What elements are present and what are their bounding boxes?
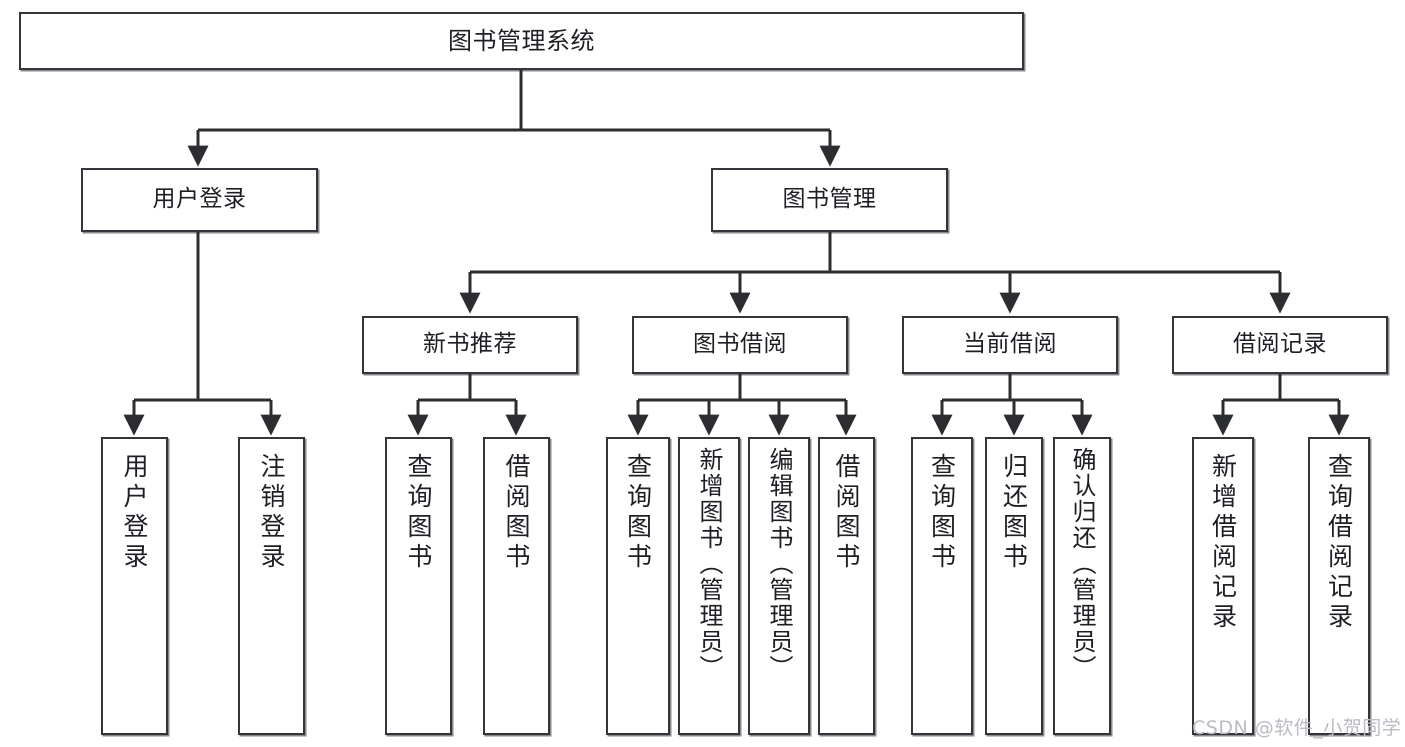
node-user-login[interactable]: 用户登录 <box>81 168 318 232</box>
node-label: 新书推荐 <box>423 331 517 358</box>
leaf-edit-book-admin[interactable]: 编辑图书（管理员） <box>748 437 810 735</box>
watermark-text: CSDN @软件_小贺同学 <box>1192 717 1402 739</box>
node-label: 确认归还（管理员） <box>1068 447 1096 681</box>
node-label: 查询借阅记录 <box>1324 453 1354 633</box>
leaf-query-borrow-record[interactable]: 查询借阅记录 <box>1308 437 1370 735</box>
node-root-system[interactable]: 图书管理系统 <box>19 12 1024 70</box>
leaf-user-logout[interactable]: 注销登录 <box>238 437 305 735</box>
node-new-book-recommend[interactable]: 新书推荐 <box>362 316 578 374</box>
node-book-management[interactable]: 图书管理 <box>711 168 948 232</box>
node-label: 注销登录 <box>257 453 286 573</box>
leaf-return-book[interactable]: 归还图书 <box>985 437 1043 735</box>
node-current-borrow[interactable]: 当前借阅 <box>902 316 1118 374</box>
node-label: 编辑图书（管理员） <box>765 447 793 681</box>
leaf-add-borrow-record[interactable]: 新增借阅记录 <box>1192 437 1254 735</box>
node-label: 查询图书 <box>404 453 433 573</box>
node-label: 当前借阅 <box>963 331 1057 358</box>
leaf-confirm-return-admin[interactable]: 确认归还（管理员） <box>1053 437 1111 735</box>
node-label: 借阅记录 <box>1233 331 1327 358</box>
node-label: 查询图书 <box>927 453 957 573</box>
node-label: 新增借阅记录 <box>1208 453 1238 633</box>
node-label: 借阅图书 <box>502 453 531 573</box>
node-label: 用户登录 <box>152 186 247 213</box>
node-label: 图书管理 <box>782 186 877 213</box>
leaf-add-book-admin[interactable]: 新增图书（管理员） <box>678 437 740 735</box>
leaf-query-books-current[interactable]: 查询图书 <box>911 437 973 735</box>
node-label: 图书借阅 <box>693 331 787 358</box>
leaf-query-books-new[interactable]: 查询图书 <box>385 437 452 735</box>
node-label: 用户登录 <box>120 453 149 573</box>
node-label: 归还图书 <box>999 453 1029 573</box>
node-borrow-records[interactable]: 借阅记录 <box>1172 316 1388 374</box>
node-label: 借阅图书 <box>832 453 861 573</box>
node-label: 新增图书（管理员） <box>695 447 723 681</box>
leaf-borrow-book[interactable]: 借阅图书 <box>818 437 875 735</box>
node-book-borrow[interactable]: 图书借阅 <box>632 316 848 374</box>
leaf-borrow-books-new[interactable]: 借阅图书 <box>483 437 550 735</box>
leaf-query-books-borrow[interactable]: 查询图书 <box>606 437 670 735</box>
node-label: 查询图书 <box>623 453 653 573</box>
node-label: 图书管理系统 <box>448 26 595 55</box>
leaf-user-login[interactable]: 用户登录 <box>101 437 168 735</box>
